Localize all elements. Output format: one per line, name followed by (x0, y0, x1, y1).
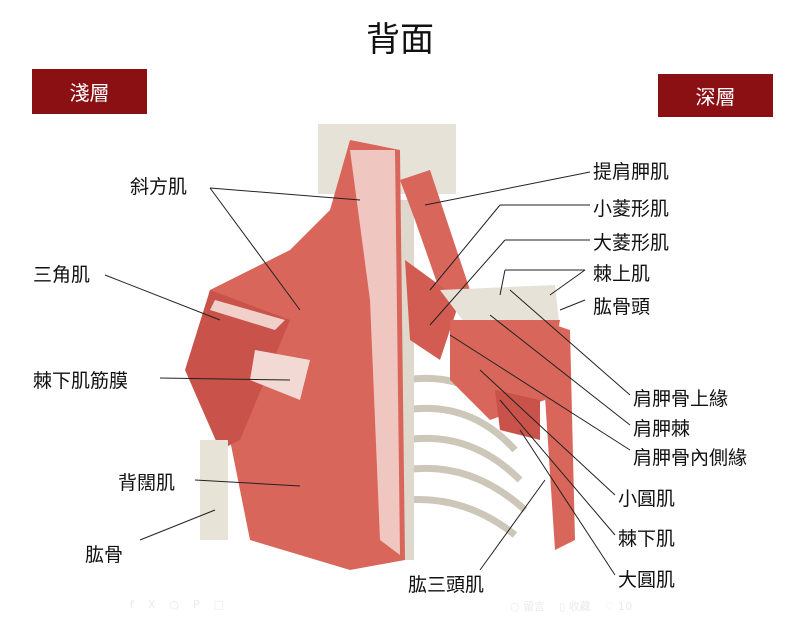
levator-scapulae (400, 170, 470, 320)
deltoid (185, 290, 290, 450)
scapula (440, 285, 560, 330)
trapezius-latissimus (190, 140, 405, 570)
label-rhomboid-minor: 小菱形肌 (593, 198, 670, 220)
copy-icon[interactable]: □ (213, 598, 225, 611)
label-teres-minor: 小圓肌 (618, 488, 676, 510)
comment-label: 留言 (523, 600, 546, 613)
label-infraspinatus: 棘下肌 (618, 528, 676, 550)
label-infraspinatus-fascia: 棘下肌筋膜 (33, 370, 129, 392)
bookmark-label: 收藏 (568, 600, 591, 613)
label-trapezius: 斜方肌 (130, 176, 188, 198)
deltoid-tendon (210, 300, 285, 330)
label-deltoid: 三角肌 (33, 264, 91, 286)
thoracolumbar-fascia (350, 150, 400, 555)
like-button[interactable]: ♡ 10 (604, 599, 633, 613)
teres-major (495, 390, 540, 440)
line-icon[interactable]: ○ (169, 598, 180, 611)
like-count: 10 (618, 599, 633, 613)
article-actions: ○ 留言 ▯ 收藏 ♡ 10 (510, 598, 632, 614)
label-supraspinatus: 棘上肌 (593, 263, 651, 285)
bookmark-button[interactable]: ▯ 收藏 (559, 600, 591, 613)
label-scapular-spine: 肩胛棘 (633, 418, 691, 440)
pinterest-icon[interactable]: P (193, 598, 200, 611)
label-teres-major: 大圓肌 (618, 569, 676, 591)
superficial-tag: 淺層 (32, 69, 147, 114)
rhomboids (405, 260, 460, 360)
label-levator-scapulae: 提肩胛肌 (593, 161, 670, 183)
leader-lines (104, 171, 631, 576)
label-medial-border: 肩胛骨內側緣 (633, 447, 748, 469)
label-triceps: 肱三頭肌 (408, 574, 485, 596)
label-humeral-head: 肱骨頭 (593, 296, 651, 318)
deep-tag: 深層 (658, 74, 773, 117)
x-icon[interactable]: X (147, 598, 156, 611)
share-icons: f X ○ P □ (130, 598, 224, 611)
comment-button[interactable]: ○ 留言 (510, 600, 546, 613)
label-rhomboid-major: 大菱形肌 (593, 232, 670, 254)
label-latissimus: 背闊肌 (118, 472, 176, 494)
label-humerus: 肱骨 (85, 544, 124, 566)
triceps (540, 320, 575, 550)
humerus-left (200, 440, 228, 540)
page-title: 背面 (366, 20, 434, 60)
label-superior-border: 肩胛骨上緣 (633, 388, 729, 410)
infraspinatus-fascia (250, 350, 310, 400)
facebook-icon[interactable]: f (130, 598, 134, 611)
